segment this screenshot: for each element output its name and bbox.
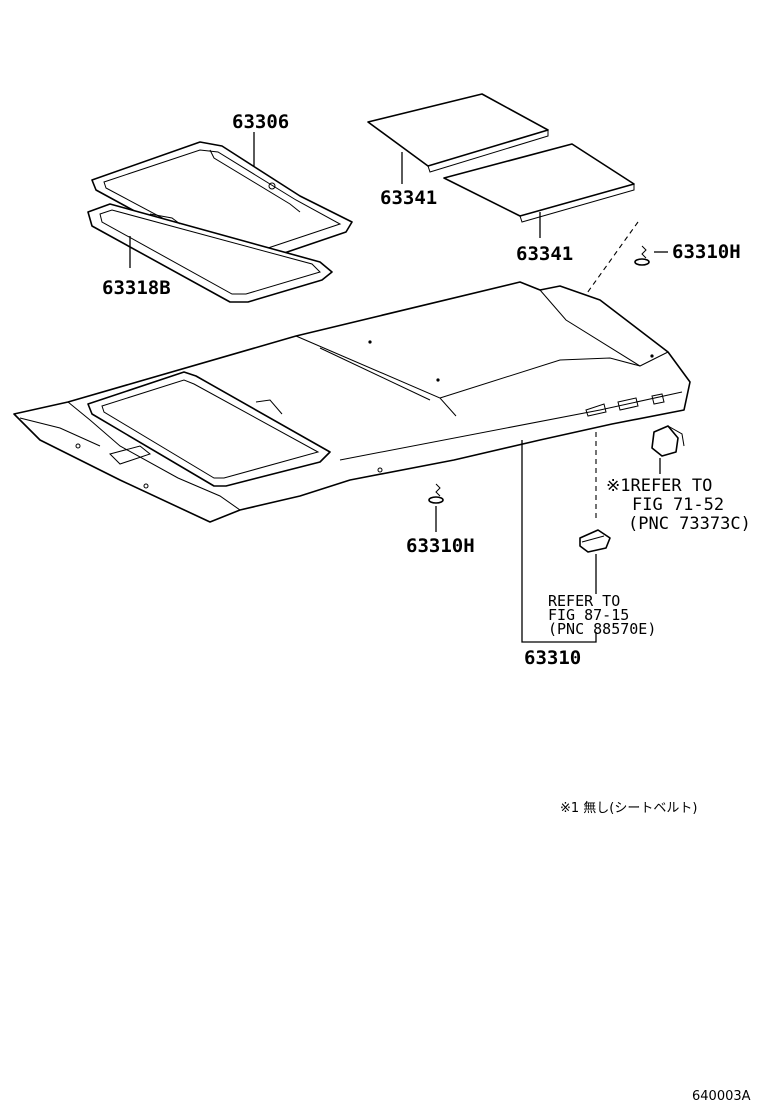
ref-upper-line2: FIG 71-52 (632, 495, 724, 515)
weatherstrip-part (87, 203, 333, 303)
ref-lower-line3: (PNC 88570E) (548, 620, 656, 638)
label-63306: 63306 (232, 111, 289, 133)
headlining-part (13, 281, 691, 523)
label-63310h-upper: 63310H (672, 241, 741, 263)
label-63341-lower: 63341 (516, 243, 573, 265)
label-63310h-lower: 63310H (406, 535, 475, 557)
footnote: ※1 無し(シートベルト) (560, 801, 697, 816)
ref-lower-line2: FIG 87-15 (548, 606, 629, 624)
ref-upper-line1: ※1REFER TO (606, 476, 712, 496)
label-63318b: 63318B (102, 277, 171, 299)
assist-grip-part (651, 425, 685, 457)
pad-upper-part (367, 93, 549, 173)
pad-lower-part (443, 143, 635, 223)
clip-upper-part (634, 245, 650, 266)
label-63310: 63310 (524, 647, 581, 669)
room-lamp-part (579, 529, 611, 553)
ref-upper-line3: (PNC 73373C) (628, 514, 751, 534)
label-63341-upper: 63341 (380, 187, 437, 209)
clip-lower-part (428, 483, 444, 504)
figure-id: 640003A (692, 1089, 751, 1104)
leader-63310 (521, 440, 597, 643)
ref-lower-line1: REFER TO (548, 592, 620, 610)
